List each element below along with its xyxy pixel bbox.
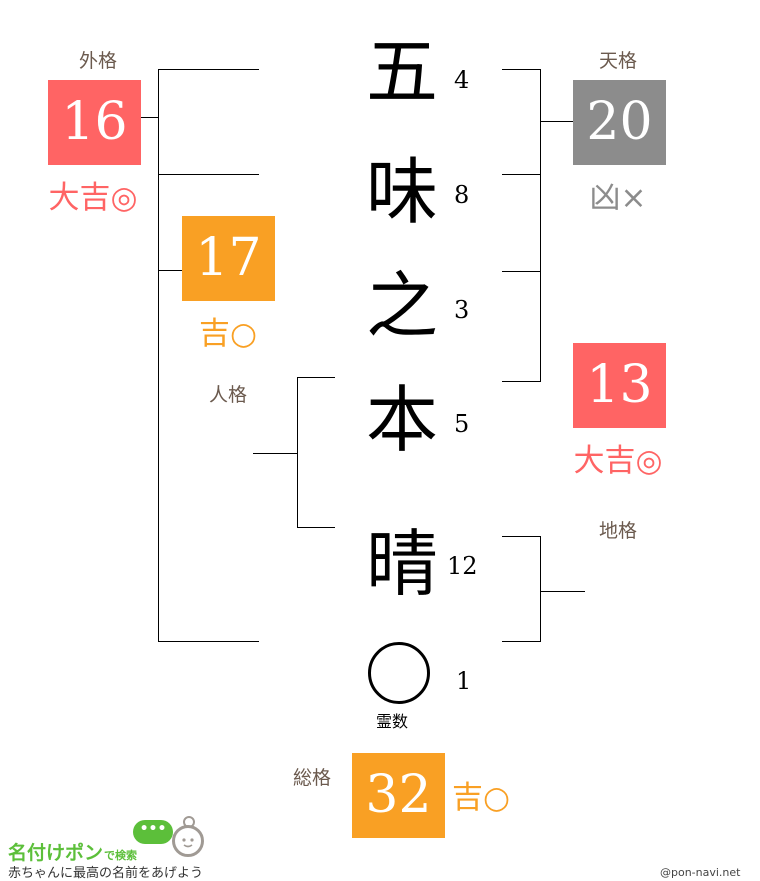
jinkaku-connector	[253, 453, 297, 454]
tenkaku-connector	[540, 121, 573, 122]
stroke-count-4: 5	[454, 410, 470, 438]
chat-bubble-icon: •••	[133, 820, 173, 844]
logo-title[interactable]: 名付けポン	[8, 842, 104, 864]
gaikaku-bracket-bottom	[158, 641, 259, 642]
jinkaku-bracket-top	[297, 377, 335, 378]
name-char-3: 之	[365, 264, 438, 348]
copyright: @pon-navi.net	[660, 866, 741, 879]
name-char-1: 五	[365, 30, 438, 114]
name-char-5: 晴	[365, 522, 438, 606]
reisu-label: 霊数	[376, 712, 409, 731]
gaikaku-verdict: 大吉◎	[48, 180, 138, 216]
stroke-count-5: 12	[447, 552, 478, 580]
baby-face-icon	[172, 825, 204, 857]
jinkaku-box-connector	[158, 270, 182, 271]
stroke-count-1: 4	[454, 66, 470, 94]
gaikaku-bracket-top	[158, 69, 259, 70]
jinkaku-bracket-vertical	[297, 377, 298, 528]
chikaku-verdict: 大吉◎	[573, 443, 663, 479]
tenkaku-bracket-line-2	[502, 174, 540, 175]
chikaku-value-box: 13	[573, 343, 666, 428]
tenkaku-bracket-line-3	[502, 271, 540, 272]
tenkaku-value-box: 20	[573, 80, 666, 165]
chikaku-label: 地格	[598, 520, 637, 542]
gaikaku-bracket-second	[158, 174, 259, 175]
baby-hair-curl	[183, 816, 195, 828]
bubble-dots: •••	[139, 821, 167, 837]
tenkaku-verdict: 凶×	[589, 180, 647, 216]
chikaku-bracket-bottom	[502, 641, 540, 642]
chikaku-bracket-top	[502, 536, 540, 537]
gaikaku-connector	[141, 117, 158, 118]
name-char-4: 本	[365, 378, 438, 462]
gaikaku-value-box: 16	[48, 80, 141, 165]
tenkaku-label: 天格	[598, 50, 637, 72]
soukaku-verdict: 吉○	[452, 780, 511, 816]
gaikaku-label: 外格	[78, 50, 117, 72]
tenkaku-bracket-line-4	[502, 381, 540, 382]
chikaku-connector	[540, 591, 585, 592]
stroke-count-2: 8	[454, 181, 470, 209]
jinkaku-value-box: 17	[182, 216, 275, 301]
logo-tagline: 赤ちゃんに最高の名前をあげよう	[8, 866, 204, 881]
jinkaku-label: 人格	[208, 384, 247, 406]
name-char-2: 味	[365, 150, 438, 234]
gaikaku-bracket-vertical	[158, 69, 159, 642]
tenkaku-bracket-vertical	[540, 69, 541, 382]
reisu-circle-icon	[368, 642, 430, 704]
chikaku-bracket-vertical	[540, 536, 541, 642]
logo-search-suffix[interactable]: で検索	[104, 849, 137, 862]
stroke-count-3: 3	[454, 296, 470, 324]
soukaku-value-box: 32	[352, 753, 445, 838]
tenkaku-bracket-line-1	[502, 69, 540, 70]
jinkaku-bracket-bottom	[297, 527, 335, 528]
soukaku-label: 総格	[292, 767, 331, 789]
stroke-count-reisu: 1	[456, 667, 472, 695]
jinkaku-verdict: 吉○	[198, 316, 258, 352]
